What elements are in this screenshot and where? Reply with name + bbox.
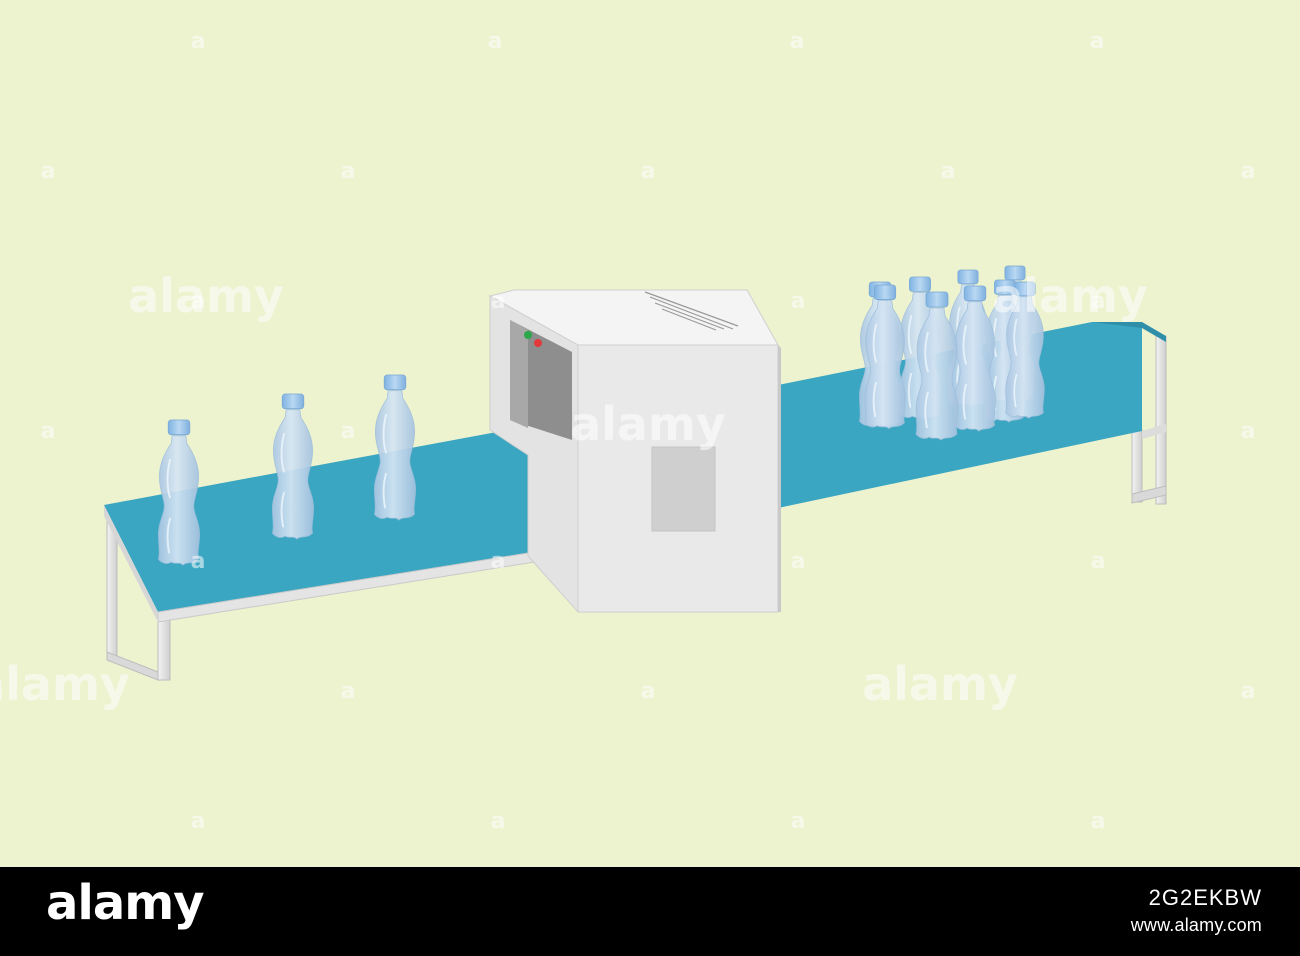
watermark-glyph-20: a	[191, 809, 206, 834]
bottle-left-2	[271, 393, 314, 540]
watermark-glyph-17: a	[341, 679, 356, 704]
watermark-glyph-14: a	[491, 289, 506, 314]
watermark-word-3: alamy	[570, 397, 726, 451]
vent-lines	[644, 291, 739, 331]
watermark-glyph-23: a	[1091, 809, 1106, 834]
watermark-glyph-5: a	[41, 159, 56, 184]
watermark-glyph-2: a	[488, 29, 503, 54]
watermark-glyph-6: a	[341, 159, 356, 184]
footer-logo: alamy	[46, 875, 205, 931]
watermark-glyph-22: a	[791, 809, 806, 834]
watermark-glyph-27: a	[1091, 549, 1106, 574]
site-url: www.alamy.com	[1130, 915, 1262, 935]
bottle-left-1	[157, 419, 200, 566]
bottle-right-8	[915, 291, 959, 441]
bottle-right-7	[953, 285, 996, 432]
watermark-glyph-11: a	[341, 419, 356, 444]
watermark-glyph-19: a	[1241, 679, 1256, 704]
watermark-glyph-25: a	[491, 549, 506, 574]
watermark-word-4: alamy	[0, 657, 130, 711]
watermark-glyph-24: a	[191, 549, 206, 574]
watermark-word-2: alamy	[992, 269, 1148, 323]
scanner-machine	[488, 289, 781, 614]
watermark-word-1: alamy	[128, 269, 284, 323]
bottle-left-3	[373, 374, 416, 521]
indicator-red-light	[534, 339, 542, 347]
footer-meta: 2G2EKBW www.alamy.com	[1131, 881, 1262, 936]
watermark-glyph-13: a	[191, 289, 206, 314]
bottles-left-group	[157, 374, 416, 566]
watermark-glyph-18: a	[641, 679, 656, 704]
indicator-green-light	[524, 331, 532, 339]
bottles-right-group	[858, 265, 1045, 441]
watermark-glyph-3: a	[790, 29, 805, 54]
right-conveyor-legs	[1131, 335, 1167, 505]
bottle-right-6	[1005, 281, 1045, 419]
watermark-glyph-9: a	[1241, 159, 1256, 184]
watermark-glyph-1: a	[191, 29, 206, 54]
machine-panel	[651, 446, 716, 532]
bottle-right-9	[864, 284, 906, 430]
watermark-glyph-12: a	[1241, 419, 1256, 444]
watermark-glyph-15: a	[791, 289, 806, 314]
image-id: 2G2EKBW	[1148, 885, 1262, 910]
watermark-glyph-4: a	[1090, 29, 1105, 54]
watermark-glyph-8: a	[941, 159, 956, 184]
watermark-glyph-16: a	[1091, 289, 1106, 314]
watermark-glyph-7: a	[641, 159, 656, 184]
watermark-glyph-10: a	[41, 419, 56, 444]
left-conveyor-legs	[106, 509, 171, 681]
watermark-word-5: alamy	[862, 657, 1018, 711]
footer-bar: alamy 2G2EKBW www.alamy.com	[0, 867, 1300, 956]
watermark-glyph-26: a	[791, 549, 806, 574]
watermark-glyph-21: a	[491, 809, 506, 834]
